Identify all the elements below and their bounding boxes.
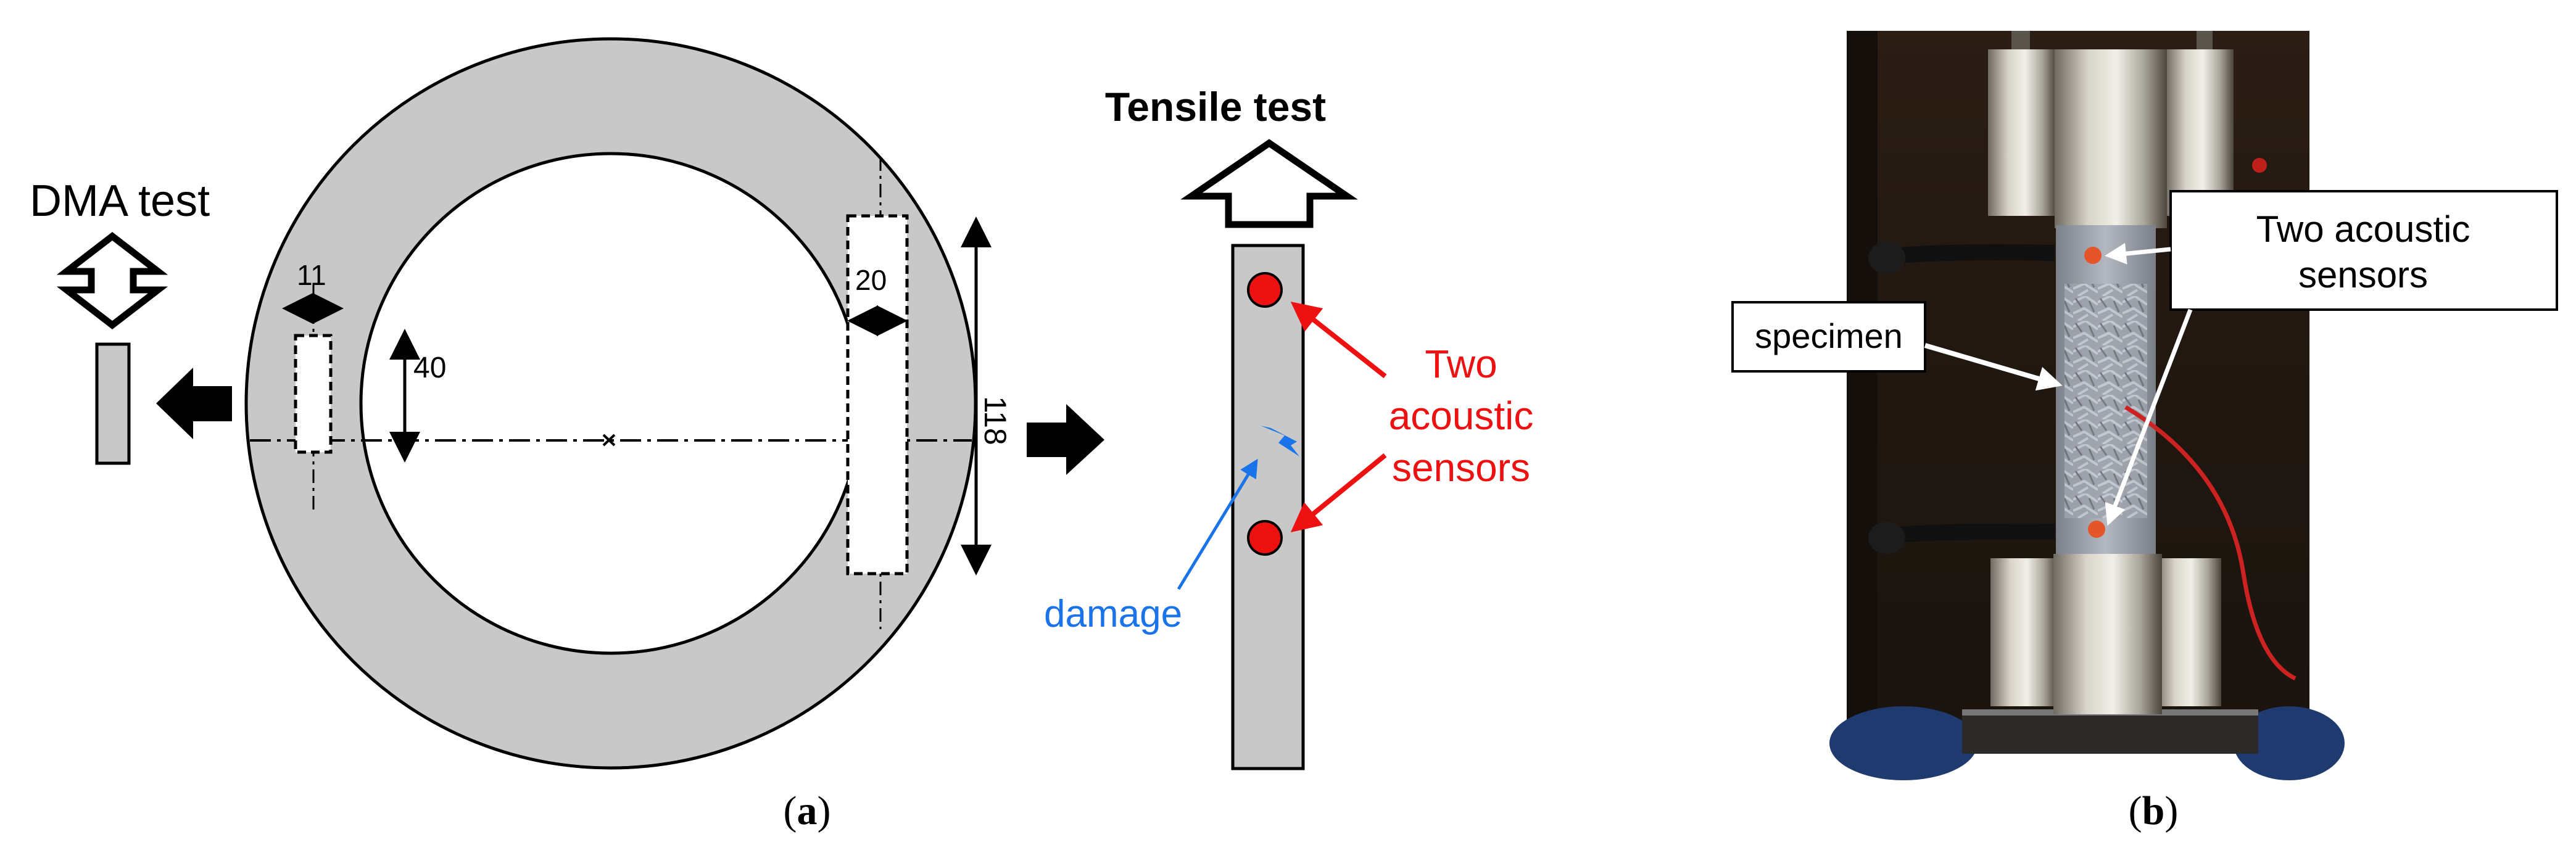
panel-b: specimen Two acoustic sensors (b) [1731, 31, 2558, 833]
damage-label: damage [1044, 593, 1182, 635]
sensor-top [1247, 272, 1283, 308]
indicator-light [2252, 158, 2267, 173]
bottom-grip-jaw-right [2155, 558, 2221, 706]
top-grip-jaw-right [2166, 49, 2234, 216]
specimen-texture [2065, 284, 2147, 518]
right-block-arrow-icon [1027, 404, 1104, 475]
left-frame-bar [1847, 31, 1878, 754]
sensor-arrow-bottom [1290, 453, 1387, 533]
specimen-label: specimen [1755, 316, 1903, 355]
dimension-11: 11 [297, 259, 326, 291]
top-grip-jaw-left [1988, 49, 2056, 216]
sensors-label-line2: acoustic [1389, 394, 1534, 438]
left-block-arrow-icon [156, 368, 232, 439]
top-sensor-contact [2084, 247, 2102, 264]
damage-lightning-icon [1261, 426, 1299, 456]
sensors-pointer-bottom [2105, 308, 2193, 526]
dimension-40: 40 [413, 352, 446, 384]
specimen-label-box [1731, 301, 1926, 373]
dma-specimen [95, 342, 131, 465]
bottom-grip-jaw-left [1990, 558, 2057, 706]
center-mark-b [602, 434, 616, 447]
dma-test-label: DMA test [30, 176, 210, 226]
bottom-grip [2053, 554, 2162, 714]
damage-arrow [1177, 458, 1258, 590]
top-grip [2055, 49, 2167, 228]
caption-a: (a) [784, 788, 831, 833]
sensors-label-box [2169, 190, 2558, 311]
sensor-arrow-top [1290, 302, 1387, 379]
sensors-label-line1: Two [1425, 342, 1497, 386]
tensile-up-arrow-icon [1180, 139, 1358, 228]
specimen-pointer [1924, 343, 2063, 391]
dimension-118: 118 [978, 396, 1013, 445]
photo [1829, 31, 2345, 780]
sensors-pointer-top [2105, 242, 2171, 265]
ring-inner [359, 152, 863, 655]
panel-a: DMA test 11 40 20 118 Te [30, 37, 1534, 833]
tensile-test-label: Tensile test [1105, 84, 1326, 130]
caption-b: (b) [2129, 788, 2179, 833]
tensile-specimen [1231, 244, 1305, 770]
photo-sensors-label-line1: Two acoustic [2256, 208, 2470, 250]
dma-double-arrow-icon [56, 232, 168, 329]
dimension-20: 20 [855, 264, 887, 296]
top-sensor-clamp [1868, 242, 1905, 274]
tensile-cutout [846, 214, 909, 575]
sensors-label-line3: sensors [1392, 445, 1530, 490]
bottom-sensor-contact [2088, 521, 2105, 538]
blue-object-right [2234, 706, 2345, 780]
blue-object-left [1829, 706, 1978, 780]
photo-sensors-label-line2: sensors [2298, 254, 2428, 295]
base-plate [1962, 709, 2258, 754]
red-cable [2124, 405, 2296, 681]
bottom-sensor-clamp [1868, 522, 1905, 554]
sensor-bottom [1247, 520, 1283, 556]
dma-cutout [294, 334, 333, 454]
